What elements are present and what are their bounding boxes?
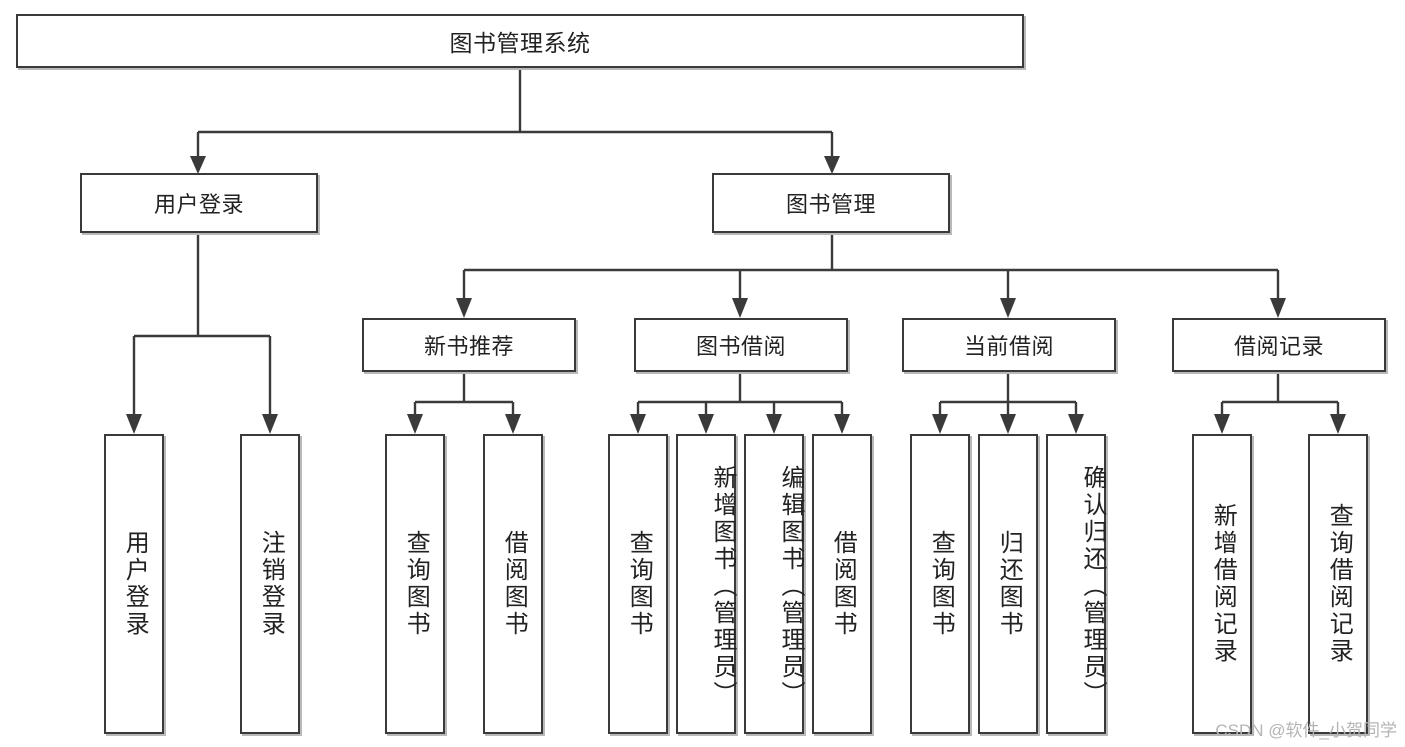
leaf-new-book-borrow[interactable]: 借阅图书 xyxy=(483,434,543,734)
node-book-borrow-label: 图书借阅 xyxy=(695,334,786,359)
leaf-label: 归还图书 xyxy=(995,530,1023,638)
leaf-label: 借阅图书 xyxy=(829,530,857,638)
node-book-management[interactable]: 图书管理 xyxy=(712,173,950,233)
node-current-borrow-label: 当前借阅 xyxy=(963,334,1054,359)
leaf-borrow-borrow-book[interactable]: 借阅图书 xyxy=(812,434,872,734)
leaf-label: 借阅图书 xyxy=(500,530,528,638)
leaf-label: 查询图书 xyxy=(402,530,430,638)
node-new-book-recommend[interactable]: 新书推荐 xyxy=(362,318,576,372)
leaf-label: 编辑图书（管理员） xyxy=(777,464,804,708)
leaf-current-return-book[interactable]: 归还图书 xyxy=(978,434,1038,734)
csdn-watermark: CSDN @软件_小贺同学 xyxy=(1215,721,1397,740)
node-root-label: 图书管理系统 xyxy=(449,30,591,56)
leaf-user-login-sign-out[interactable]: 注销登录 xyxy=(240,434,300,734)
leaf-label: 新增借阅记录 xyxy=(1209,503,1237,665)
node-new-book-recommend-label: 新书推荐 xyxy=(423,334,514,359)
leaf-current-confirm-return-admin[interactable]: 确认归还（管理员） xyxy=(1046,434,1106,734)
leaf-borrow-query-book[interactable]: 查询图书 xyxy=(608,434,668,734)
leaf-label: 注销登录 xyxy=(257,530,285,638)
leaf-label: 确认归还（管理员） xyxy=(1079,464,1106,708)
node-borrow-record-label: 借阅记录 xyxy=(1233,334,1324,359)
leaf-new-book-query[interactable]: 查询图书 xyxy=(385,434,445,734)
leaf-record-add-record[interactable]: 新增借阅记录 xyxy=(1192,434,1252,734)
leaf-borrow-edit-book-admin[interactable]: 编辑图书（管理员） xyxy=(744,434,804,734)
leaf-label: 查询借阅记录 xyxy=(1325,503,1353,665)
node-root[interactable]: 图书管理系统 xyxy=(16,14,1024,68)
node-current-borrow[interactable]: 当前借阅 xyxy=(902,318,1116,372)
leaf-label: 新增图书（管理员） xyxy=(709,464,736,708)
node-book-borrow[interactable]: 图书借阅 xyxy=(634,318,848,372)
leaf-label: 查询图书 xyxy=(625,530,653,638)
leaf-user-login-sign-in[interactable]: 用户登录 xyxy=(104,434,164,734)
node-user-login-label: 用户登录 xyxy=(153,192,244,217)
leaf-label: 用户登录 xyxy=(121,530,149,638)
leaf-label: 查询图书 xyxy=(927,530,955,638)
node-borrow-record[interactable]: 借阅记录 xyxy=(1172,318,1386,372)
leaf-record-query-record[interactable]: 查询借阅记录 xyxy=(1308,434,1368,734)
node-book-management-label: 图书管理 xyxy=(785,192,876,217)
leaf-current-query-book[interactable]: 查询图书 xyxy=(910,434,970,734)
leaf-borrow-add-book-admin[interactable]: 新增图书（管理员） xyxy=(676,434,736,734)
node-user-login[interactable]: 用户登录 xyxy=(80,173,318,233)
